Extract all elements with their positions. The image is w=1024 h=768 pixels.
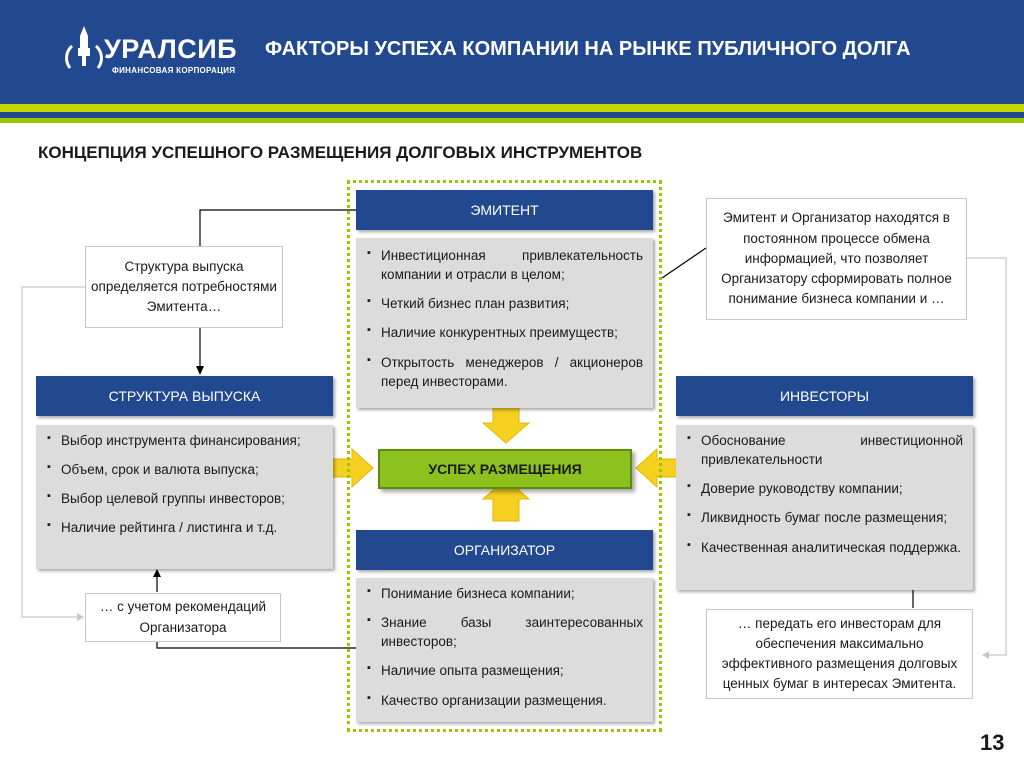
arrowhead	[77, 613, 84, 621]
list-item: Выбор инструмента финансирования;	[47, 431, 323, 450]
list-item: Наличие рейтинга / листинга и т.д.	[47, 518, 323, 537]
list-item: Инвестиционная привлекательность компани…	[367, 246, 643, 284]
structure-header: СТРУКТУРА ВЫПУСКА	[36, 376, 333, 416]
uralsib-logo-icon	[65, 26, 103, 69]
header-stripe	[0, 118, 1024, 123]
investors-note: … передать его инвесторам для обеспечени…	[706, 609, 973, 699]
list-item: Выбор целевой группы инвесторов;	[47, 489, 323, 508]
slide-title: ФАКТОРЫ УСПЕХА КОМПАНИИ НА РЫНКЕ ПУБЛИЧН…	[265, 38, 911, 60]
right-arrow-icon	[330, 447, 374, 489]
issuer-note: Эмитент и Организатор находятся в постоя…	[706, 198, 967, 320]
left-arrow-icon	[635, 447, 679, 489]
success-box: УСПЕХ РАЗМЕЩЕНИЯ	[378, 449, 632, 489]
header-bar	[0, 0, 1024, 104]
central-dotted-frame	[347, 180, 662, 732]
connector-line	[156, 642, 356, 649]
brand-name: УРАЛСИБ	[104, 34, 238, 64]
arrowhead	[982, 651, 989, 659]
arrowhead	[196, 366, 204, 375]
organizer-note: … с учетом рекомендаций Организатора	[85, 593, 281, 642]
list-item: Ликвидность бумаг после размещения;	[687, 508, 963, 527]
list-item: Знание базы заинтересованных инвесторов;	[367, 613, 643, 651]
structure-factors: Выбор инструмента финансирования; Объем,…	[36, 425, 333, 569]
list-item: Наличие конкурентных преимуществ;	[367, 323, 643, 342]
header-stripe	[0, 112, 1024, 118]
organizer-factors: Понимание бизнеса компании; Знание базы …	[356, 578, 653, 722]
issuer-header: ЭМИТЕНТ	[356, 190, 653, 230]
list-item: Понимание бизнеса компании;	[367, 584, 643, 603]
list-item: Обоснование инвестиционной привлекательн…	[687, 431, 963, 469]
list-item: Объем, срок и валюта выпуска;	[47, 460, 323, 479]
connector-line	[199, 209, 385, 247]
list-item: Четкий бизнес план развития;	[367, 294, 643, 313]
investors-factors: Обоснование инвестиционной привлекательн…	[676, 425, 973, 590]
arrowhead	[153, 569, 161, 577]
connector-line	[21, 286, 85, 618]
organizer-header: ОРГАНИЗАТОР	[356, 530, 653, 570]
investors-header: ИНВЕСТОРЫ	[676, 376, 973, 416]
diagram-subtitle: КОНЦЕПЦИЯ УСПЕШНОГО РАЗМЕЩЕНИЯ ДОЛГОВЫХ …	[38, 143, 643, 162]
list-item: Открытость менеджеров / акционеров перед…	[367, 353, 643, 391]
list-item: Качественная аналитическая поддержка.	[687, 538, 963, 557]
connector-line	[967, 257, 1007, 656]
list-item: Качество организации размещения.	[367, 691, 643, 710]
page-number: 13	[980, 730, 1005, 755]
structure-note: Структура выпуска определяется потребнос…	[85, 246, 283, 328]
list-item: Доверие руководству компании;	[687, 479, 963, 498]
list-item: Наличие опыта размещения;	[367, 661, 643, 680]
issuer-factors: Инвестиционная привлекательность компани…	[356, 238, 653, 408]
up-arrow-icon	[481, 478, 531, 522]
brand-subtitle: ФИНАНСОВАЯ КОРПОРАЦИЯ	[112, 66, 236, 75]
connector-line	[661, 247, 707, 279]
header-stripe	[0, 104, 1024, 112]
